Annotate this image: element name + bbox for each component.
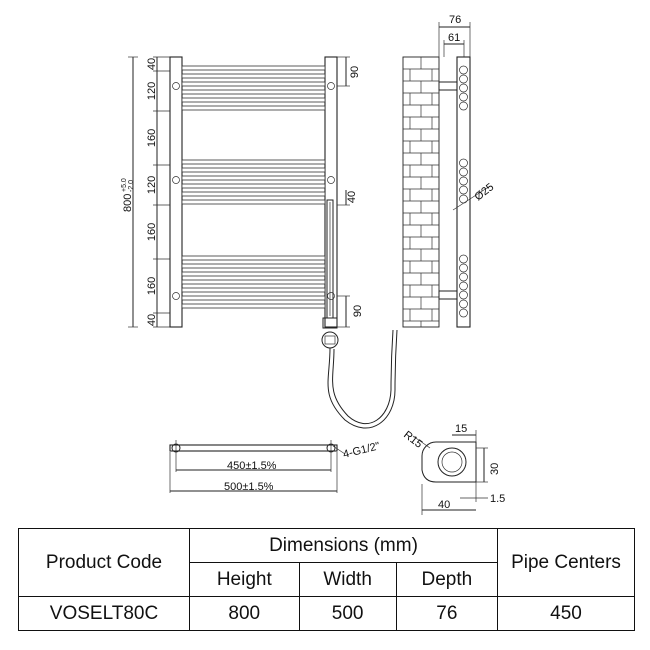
dim-left-6: 160 (146, 277, 158, 295)
cell-height: 800 (189, 596, 300, 631)
header-depth: Depth (395, 562, 499, 597)
bracket-detail: 15 30 1.5 40 R15 (401, 423, 505, 515)
brick-wall (402, 56, 440, 328)
front-view: 800 +5.0 -2.0 40 120 160 120 160 160 40 … (121, 56, 398, 429)
bottom-view: 450±1.5% 500±1.5% 4-G1/2" (169, 440, 381, 493)
bracket-top-width: 15 (455, 423, 467, 435)
cell-pipe-centers: 450 (497, 596, 635, 631)
dim-right-bottom: 90 (352, 305, 364, 317)
side-view: 76 61 Ø25 (402, 14, 496, 328)
power-cable (327, 329, 398, 429)
dim-left-2: 120 (146, 82, 158, 100)
header-product-code: Product Code (18, 528, 190, 597)
height-tolerance-lower: -2.0 (128, 180, 135, 192)
dim-right-middle: 40 (346, 191, 358, 203)
cell-product-code: VOSELT80C (18, 596, 190, 631)
dim-left-1: 40 (146, 58, 158, 70)
bracket-radius: R15 (401, 429, 424, 451)
cell-depth: 76 (395, 596, 499, 631)
connection-label: 4-G1/2" (342, 440, 381, 461)
height-tolerance-upper: +5.0 (121, 178, 128, 192)
pipe-centers-dim: 450±1.5% (227, 460, 277, 472)
overall-height-label: 800 (122, 194, 134, 212)
dim-left-5: 160 (146, 223, 158, 241)
depth-total-label: 76 (449, 14, 461, 26)
bar-group-bottom (181, 255, 326, 309)
dim-left-7: 40 (146, 314, 158, 326)
header-height: Height (189, 562, 300, 597)
bracket-depth: 40 (438, 499, 450, 511)
left-rail (169, 56, 183, 328)
bar-group-middle (181, 159, 326, 205)
dim-right-top: 90 (349, 66, 361, 78)
element-controller (321, 331, 339, 349)
bracket-height: 30 (489, 463, 501, 475)
technical-drawing: 800 +5.0 -2.0 40 120 160 120 160 160 40 … (121, 14, 505, 515)
bar-group-top (181, 65, 326, 111)
spec-table: Product Code Dimensions (mm) Pipe Center… (18, 528, 635, 631)
side-rail (456, 56, 471, 328)
bottom-profile (169, 444, 338, 452)
depth-inner-label: 61 (448, 32, 460, 44)
header-dimensions: Dimensions (mm) (189, 528, 498, 563)
overall-width-dim: 500±1.5% (224, 481, 274, 493)
dim-left-3: 160 (146, 129, 158, 147)
cell-width: 500 (298, 596, 397, 631)
dim-left-4: 120 (146, 176, 158, 194)
header-pipe-centers: Pipe Centers (497, 528, 635, 597)
bar-diameter-label: Ø25 (472, 181, 496, 203)
bracket-offset: 1.5 (490, 493, 505, 505)
header-width: Width (298, 562, 397, 597)
